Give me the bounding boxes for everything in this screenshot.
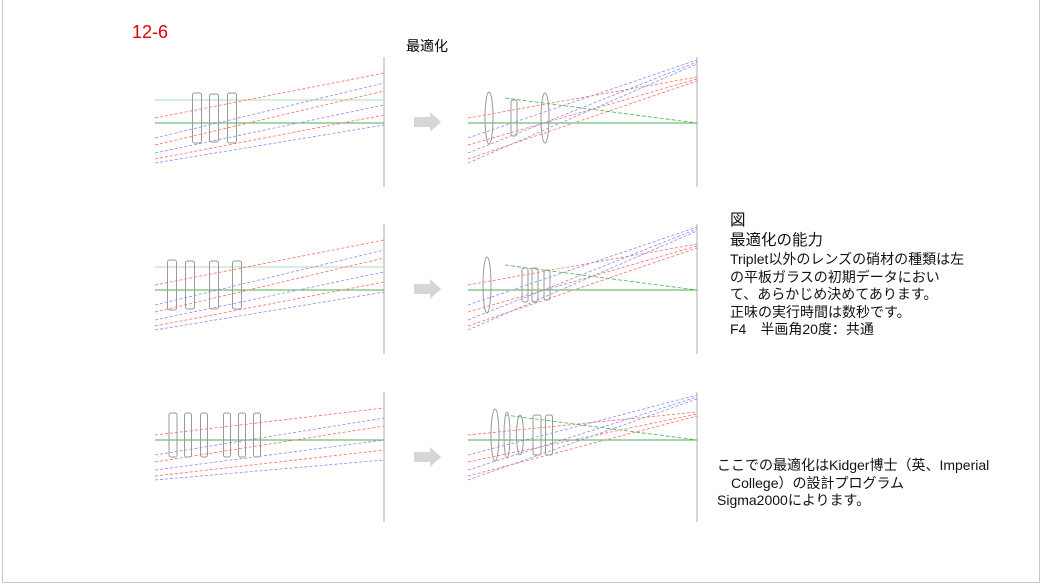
lens	[540, 92, 550, 144]
description-title: 最適化の能力	[730, 232, 824, 249]
optimized-lens-diagram	[467, 392, 698, 522]
ray	[154, 407, 385, 436]
note-line: ここでの最適化はKidger博士（英、Imperial	[717, 457, 990, 473]
ray	[154, 425, 385, 463]
lens	[185, 260, 195, 310]
ray	[467, 245, 698, 313]
note-line: College）の設計プログラム	[731, 474, 905, 491]
lens	[516, 414, 524, 456]
lens	[482, 256, 492, 314]
marginal-ray	[504, 97, 698, 124]
ray	[467, 228, 698, 321]
right-arrow-icon	[414, 447, 441, 467]
description-line: Triplet以外のレンズの硝材の種類は左	[730, 251, 965, 267]
lens	[192, 92, 202, 144]
description-line: 正味の実行時間は数秒です。	[730, 303, 911, 320]
lens	[167, 259, 177, 311]
lens	[490, 408, 500, 462]
heading: 最適化	[406, 38, 448, 54]
ray	[467, 78, 698, 146]
lens	[184, 412, 192, 458]
right-arrow-icon	[414, 112, 441, 132]
ray	[154, 291, 385, 331]
description-line: F4 半画角20度：共通	[730, 321, 874, 337]
lens	[545, 414, 553, 456]
lens	[223, 412, 231, 458]
ray	[467, 61, 698, 154]
ray	[467, 394, 698, 456]
ray	[154, 249, 385, 306]
ray	[467, 63, 698, 164]
initial-lens-diagram	[154, 224, 385, 354]
initial-lens-diagram	[154, 57, 385, 187]
ray	[467, 247, 698, 327]
ray	[154, 439, 385, 471]
ray	[154, 104, 385, 154]
figure-label: 図	[730, 212, 746, 229]
ray	[154, 449, 385, 477]
lens	[484, 91, 494, 145]
ray	[467, 411, 698, 436]
lens	[503, 411, 511, 459]
description-line: の平板ガラスの初期データにおい	[730, 268, 940, 285]
lens	[232, 260, 242, 310]
lens	[532, 414, 542, 456]
ray	[154, 257, 385, 313]
lens	[253, 412, 261, 458]
right-arrow-icon	[414, 279, 441, 299]
ray	[467, 80, 698, 160]
ray	[467, 226, 698, 306]
ray	[467, 415, 698, 477]
slide-number: 12-6	[132, 22, 169, 42]
initial-lens-diagram	[154, 392, 385, 522]
ray	[154, 459, 385, 481]
lens	[209, 93, 219, 143]
description: 図 最適化の能力 Triplet以外のレンズの硝材の種類は左 の平板ガラスの初期…	[730, 211, 964, 339]
ray	[154, 271, 385, 321]
ray	[154, 417, 385, 456]
ray	[467, 230, 698, 331]
ray	[467, 59, 698, 139]
lens	[238, 412, 246, 458]
ray	[154, 281, 385, 327]
optimized-lens-diagram	[467, 57, 698, 187]
lens	[168, 412, 178, 458]
lens	[510, 99, 518, 137]
lens	[521, 267, 529, 303]
ray	[467, 396, 698, 471]
optimized-lens-diagram	[467, 224, 698, 354]
marginal-ray	[504, 414, 698, 441]
lens	[543, 269, 551, 301]
note-line: Sigma2000によります。	[717, 492, 871, 508]
lens	[227, 92, 237, 144]
ray	[467, 398, 698, 481]
ray	[154, 124, 385, 164]
ray	[467, 76, 698, 119]
lens	[209, 260, 219, 310]
ray	[467, 243, 698, 286]
ray	[154, 72, 385, 119]
marginal-ray	[504, 264, 698, 291]
ray	[467, 413, 698, 463]
ray	[154, 239, 385, 286]
description-line: て、あらかじめ決めてあります。	[730, 286, 938, 302]
ray	[154, 82, 385, 139]
ray	[154, 90, 385, 146]
ray	[154, 114, 385, 160]
note: ここでの最適化はKidger博士（英、Imperial College）の設計プ…	[717, 457, 989, 510]
lens	[200, 412, 208, 458]
lens	[531, 267, 539, 303]
